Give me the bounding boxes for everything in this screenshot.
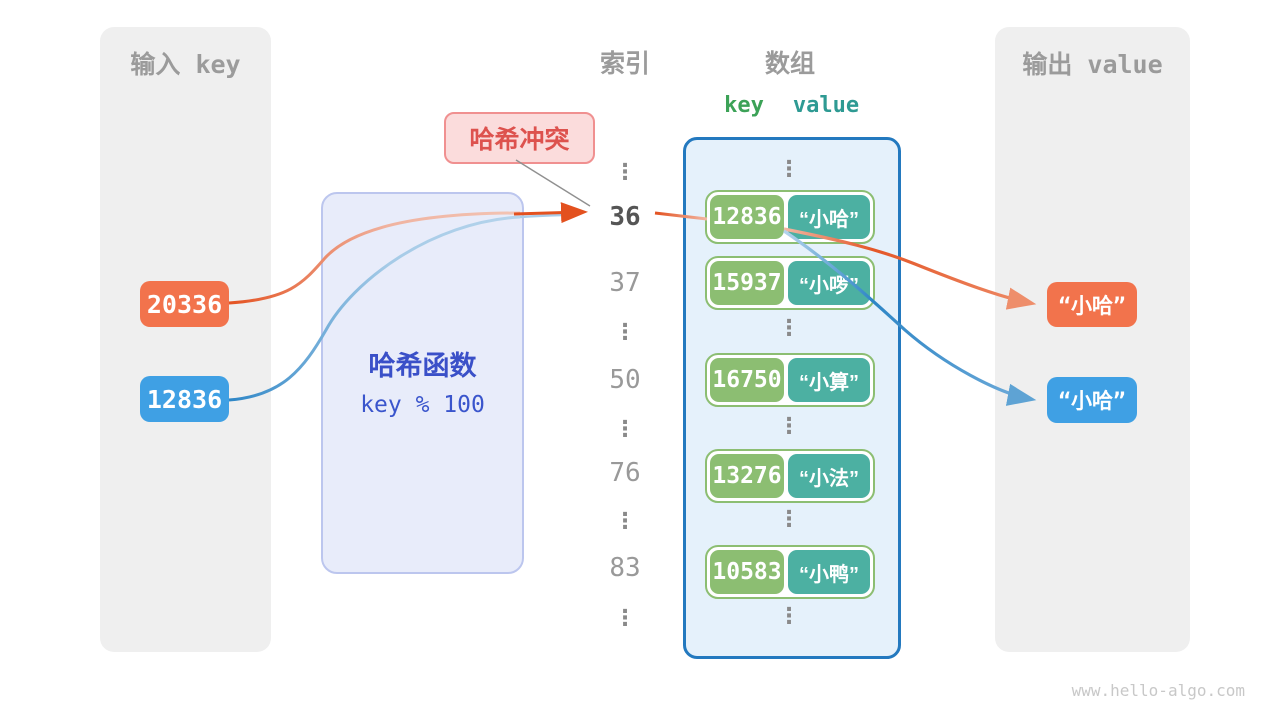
index-ellipsis: ⋮ [614, 320, 636, 345]
input-key-panel: 输入 key [100, 27, 271, 652]
array-row-83: 10583 “小鸭” [705, 545, 875, 599]
collision-pointer-line [515, 159, 591, 207]
arrow-merged-blue-underlay [519, 213, 563, 219]
array-key-cell: 13276 [710, 454, 784, 498]
watermark: www.hello-algo.com [1071, 681, 1245, 700]
array-key-cell: 16750 [710, 358, 784, 402]
array-value-cell: “小啰” [788, 261, 870, 305]
array-value-cell: “小算” [788, 358, 870, 402]
index-ellipsis: ⋮ [614, 417, 636, 442]
output-value-badge-orange: “小哈” [1047, 282, 1137, 327]
output-value-badge-blue: “小哈” [1047, 377, 1137, 423]
array-ellipsis: ⋮ [778, 157, 800, 182]
array-row-50: 16750 “小算” [705, 353, 875, 407]
arrow-hash-to-index-36 [513, 202, 588, 224]
hash-function-title: 哈希函数 [368, 351, 477, 381]
array-value-cell: “小哈” [788, 195, 870, 239]
index-item-37: 37 [609, 268, 641, 298]
array-ellipsis: ⋮ [778, 604, 800, 629]
input-panel-title: 输入 key [130, 50, 241, 79]
index-item-83: 83 [609, 553, 641, 583]
index-column-header: 索引 [599, 49, 650, 78]
index-item-76: 76 [609, 458, 641, 488]
output-value-panel: 输出 value [995, 27, 1190, 652]
array-key-cell: 10583 [710, 550, 784, 594]
index-ellipsis: ⋮ [614, 606, 636, 631]
array-ellipsis: ⋮ [778, 414, 800, 439]
index-item-36: 36 [609, 202, 641, 232]
array-value-cell: “小法” [788, 454, 870, 498]
array-value-cell: “小鸭” [788, 550, 870, 594]
hash-function-box: 哈希函数 key % 100 [321, 192, 524, 574]
array-ellipsis: ⋮ [778, 507, 800, 532]
array-column-header: 数组 [764, 49, 815, 78]
array-row-37: 15937 “小啰” [705, 256, 875, 310]
hash-function-formula: key % 100 [360, 392, 485, 418]
array-ellipsis: ⋮ [778, 316, 800, 341]
input-key-badge-20336: 20336 [140, 281, 229, 327]
output-panel-title: 输出 value [1022, 50, 1163, 79]
key-header: key [724, 93, 764, 118]
hash-collision-label: 哈希冲突 [444, 112, 595, 164]
input-key-badge-12836: 12836 [140, 376, 229, 422]
index-item-50: 50 [609, 365, 641, 395]
array-row-76: 13276 “小法” [705, 449, 875, 503]
index-ellipsis: ⋮ [614, 509, 636, 534]
array-container: ⋮ 12836 “小哈” 15937 “小啰” ⋮ 16750 “小算” ⋮ 1… [683, 137, 901, 659]
array-key-cell: 15937 [710, 261, 784, 305]
index-ellipsis: ⋮ [614, 160, 636, 185]
value-header: value [792, 93, 860, 118]
array-key-cell: 12836 [710, 195, 784, 239]
array-row-36: 12836 “小哈” [705, 190, 875, 244]
